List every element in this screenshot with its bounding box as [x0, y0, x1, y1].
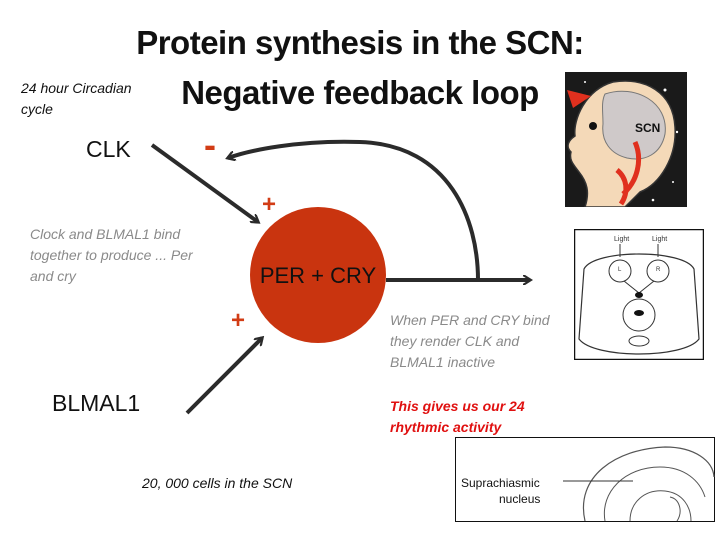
bind-note: Clock and BLMAL1 bind together to produc… [30, 226, 193, 284]
light-left-label: Light [614, 236, 629, 243]
eye-r-label: R [656, 267, 661, 273]
rhythm-note: This gives us our 24 rhythmic activity [390, 398, 525, 435]
per-cry-label: PER + CRY [260, 263, 377, 288]
nucleus-label: nucleus [499, 492, 540, 506]
feedback-arrow [228, 139, 480, 281]
title-line-2: Negative feedback loop [181, 74, 539, 111]
per-cry-circle [250, 207, 386, 343]
cycle-note: 24 hour Circadian cycle [21, 80, 132, 117]
scn-label: SCN [635, 121, 660, 135]
blmal1-label: BLMAL1 [52, 390, 141, 416]
title-line-1: Protein synthesis in the SCN: [136, 24, 584, 61]
clk-label: CLK [86, 136, 131, 162]
plus-sign-top: + [262, 191, 276, 218]
eye-pathway-diagram: Light Light L R [574, 229, 704, 360]
plus-sign-bottom: + [231, 307, 245, 334]
clk-arrow [150, 143, 258, 222]
head-illustration: SCN [565, 72, 687, 207]
light-right-label: Light [652, 236, 667, 243]
inactive-note: When PER and CRY bind they render CLK an… [390, 312, 550, 370]
eye-l-label: L [618, 267, 622, 273]
minus-sign: - [204, 124, 216, 165]
brain-sagittal-diagram: Suprachiasmic nucleus [455, 437, 715, 522]
cells-note: 20, 000 cells in the SCN [142, 475, 293, 491]
blmal1-arrow [185, 338, 262, 415]
suprachiasmic-label: Suprachiasmic [461, 476, 540, 490]
